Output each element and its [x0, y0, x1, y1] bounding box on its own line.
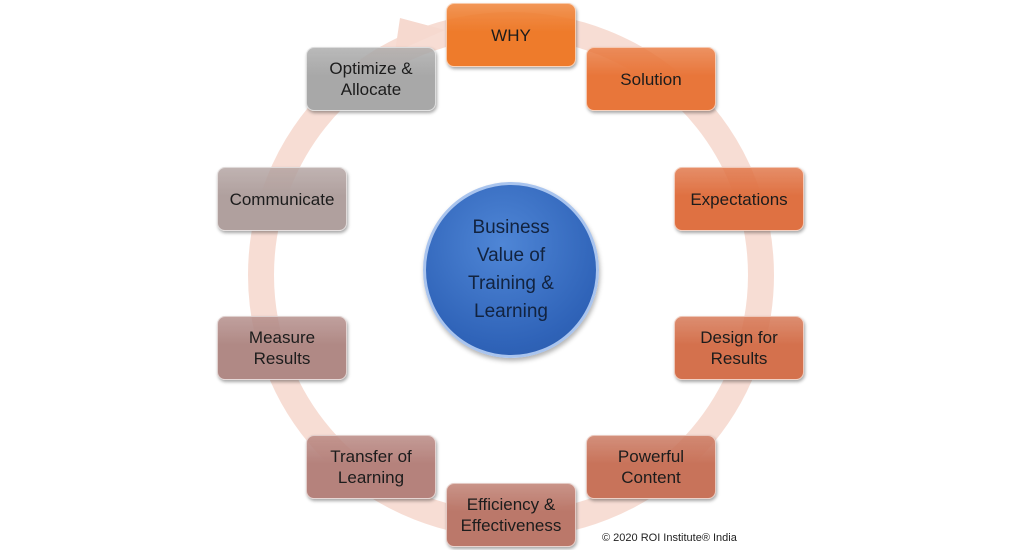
step-solution: Solution: [586, 47, 716, 111]
step-label: WHY: [491, 25, 531, 45]
step-label: Expectations: [690, 189, 788, 209]
step-measure-results: Measure Results: [217, 316, 347, 380]
step-label: Design for Results: [700, 328, 778, 368]
step-label: Transfer of Learning: [330, 447, 412, 487]
center-label: Business Value of Training & Learning: [468, 217, 554, 322]
step-communicate: Communicate: [217, 167, 347, 231]
step-optimize-allocate: Optimize & Allocate: [306, 47, 436, 111]
arrow-head-icon: [395, 18, 445, 52]
step-transfer-of-learning: Transfer of Learning: [306, 435, 436, 499]
step-label: Efficiency & Effectiveness: [460, 495, 562, 535]
step-powerful-content: Powerful Content: [586, 435, 716, 499]
step-efficiency-effectiveness: Efficiency & Effectiveness: [446, 483, 576, 547]
step-design-for-results: Design for Results: [674, 316, 804, 380]
center-circle: Business Value of Training & Learning: [423, 182, 599, 358]
step-label: Measure Results: [248, 328, 316, 368]
step-label: Powerful Content: [617, 447, 685, 487]
step-expectations: Expectations: [674, 167, 804, 231]
step-label: Optimize & Allocate: [329, 59, 413, 99]
step-label: Communicate: [229, 189, 335, 209]
step-label: Solution: [620, 69, 682, 89]
copyright: © 2020 ROI Institute® India: [602, 532, 737, 544]
step-why: WHY: [446, 3, 576, 67]
